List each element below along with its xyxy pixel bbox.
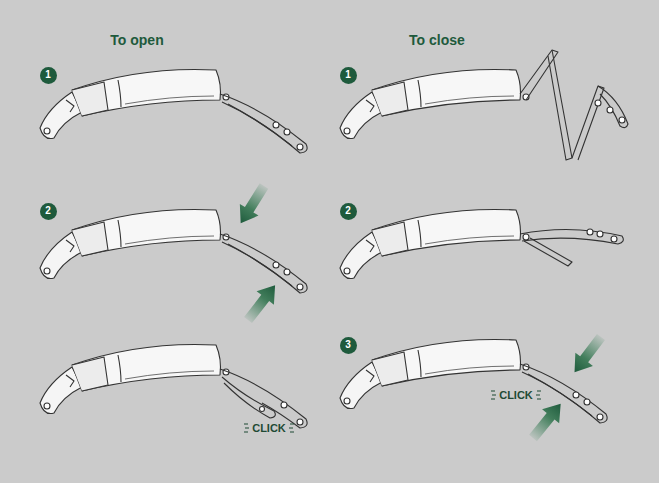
clasp-open	[340, 50, 628, 160]
step-number: 1	[340, 67, 357, 84]
step-number-text: 2	[345, 206, 351, 216]
column-heading: To open	[110, 32, 163, 48]
column-heading: To close	[409, 32, 465, 48]
step-number-text: 3	[345, 340, 351, 350]
clasp-closed	[40, 69, 307, 153]
clasp-opening	[40, 344, 307, 428]
step-number: 3	[340, 337, 357, 354]
click-sound: CLICK	[252, 422, 286, 434]
step-number-text: 1	[345, 70, 351, 80]
press-arrow	[566, 330, 610, 378]
press-arrow	[231, 180, 273, 229]
clasp-closing	[340, 209, 623, 278]
step-number-text: 2	[45, 206, 51, 216]
press-arrow	[524, 397, 569, 445]
step-number: 2	[40, 203, 57, 220]
click-sound: CLICK	[499, 389, 533, 401]
clasp-clicked-shut	[340, 339, 607, 423]
press-arrow	[239, 279, 283, 327]
step-number: 1	[40, 67, 57, 84]
step-number: 2	[340, 203, 357, 220]
click-marks	[244, 391, 541, 432]
step-number-text: 1	[45, 70, 51, 80]
clasp-pressed	[40, 209, 307, 293]
